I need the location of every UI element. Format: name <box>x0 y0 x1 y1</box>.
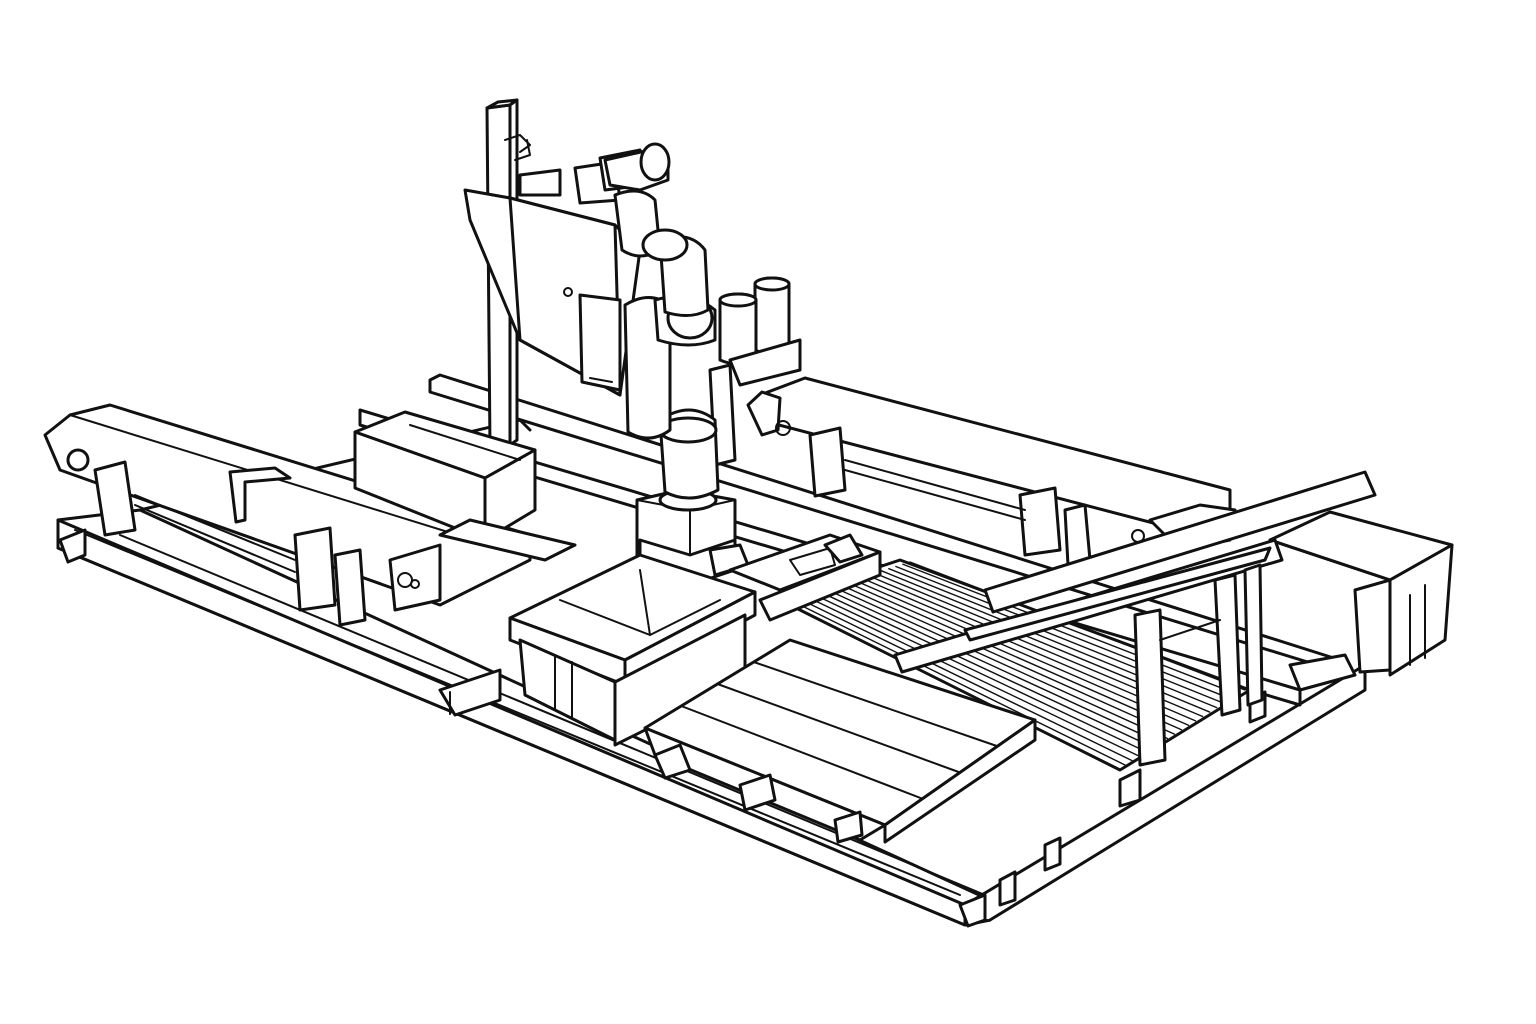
robot-arm <box>603 142 750 587</box>
deck-slat <box>852 579 1190 726</box>
deck-slat <box>796 597 1133 762</box>
deck-slat <box>789 599 1126 766</box>
rear-bin <box>353 410 577 562</box>
deck-slat <box>831 585 1169 740</box>
deck-slat <box>810 592 1147 753</box>
left-conveyor <box>43 403 532 627</box>
pallet-board-gap <box>680 705 924 800</box>
deck-slat <box>888 568 1225 704</box>
deck-slat <box>817 590 1154 749</box>
deck-slat <box>803 594 1140 757</box>
pallet-board-gap <box>716 683 961 774</box>
right-bin <box>1268 510 1454 677</box>
center-bin <box>508 553 757 747</box>
deck-slat <box>909 561 1246 691</box>
cylinders <box>708 276 802 467</box>
pallet-board-gap <box>752 661 999 748</box>
deck-slat <box>824 588 1161 744</box>
deck-slat <box>895 565 1232 700</box>
deck-slat <box>845 581 1183 731</box>
deck-slat <box>838 583 1176 735</box>
front-pallet <box>643 638 1037 844</box>
loose-planks <box>893 470 1377 767</box>
parts-tray <box>728 533 882 622</box>
deck-slat <box>902 563 1239 696</box>
